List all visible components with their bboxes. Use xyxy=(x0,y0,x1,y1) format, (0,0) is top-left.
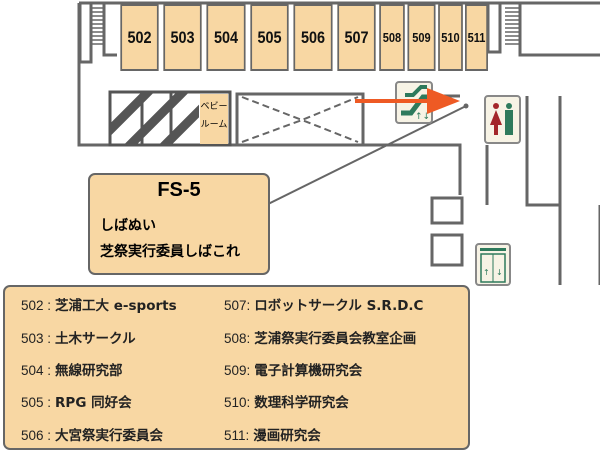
room-509: 509 xyxy=(407,4,436,71)
room-505: 505 xyxy=(250,4,289,71)
legend-item: 507:ロボットサークル S.R.D.C xyxy=(224,298,424,314)
legend-item: 510:数理科学研究会 xyxy=(224,395,349,411)
room-507: 507 xyxy=(337,4,376,71)
pointer-line xyxy=(245,105,467,216)
booth-line: 芝祭実行委員しばこれ xyxy=(100,244,240,260)
direction-arrow-icon xyxy=(355,88,460,114)
void-area xyxy=(235,92,365,147)
baby-room-label-1: ベビー xyxy=(200,102,228,112)
booth-title: FS-5 xyxy=(157,179,201,201)
location-dot xyxy=(463,103,469,109)
legend-item: 509:電子計算機研究会 xyxy=(224,363,363,379)
legend-item: 504 :無線研究部 xyxy=(21,363,123,379)
room-511: 511 xyxy=(465,4,488,71)
legend-item: 503 :土木サークル xyxy=(21,331,136,347)
stairs-icon xyxy=(91,7,519,45)
room-508: 508 xyxy=(379,4,405,71)
svg-text:↓: ↓ xyxy=(496,268,503,277)
room-506: 506 xyxy=(293,4,333,71)
svg-text:↑↓: ↑↓ xyxy=(415,112,430,122)
legend-item: 508:芝浦祭実行委員会教室企画 xyxy=(224,331,417,347)
baby-room-label-2: ルーム xyxy=(200,120,228,130)
room-503: 503 xyxy=(163,4,202,71)
room-legend: 502 :芝浦工大 e-sports 503 :土木サークル 504 :無線研究… xyxy=(3,285,470,450)
legend-item: 511:漫画研究会 xyxy=(224,428,321,444)
legend-item: 506 :大宮祭実行委員会 xyxy=(21,428,164,444)
elevator-icon: ↑↓ xyxy=(475,243,511,286)
room-502: 502 xyxy=(120,4,159,71)
baby-room: ベビー ルーム xyxy=(200,94,228,144)
svg-text:↑: ↑ xyxy=(483,268,490,277)
booth-line: しばぬい xyxy=(100,218,156,234)
room-504: 504 xyxy=(206,4,246,71)
legend-item: 502 :芝浦工大 e-sports xyxy=(21,298,177,314)
restroom-icon xyxy=(484,95,521,144)
booth-fs-5: FS-5 しばぬい 芝祭実行委員しばこれ xyxy=(88,173,270,275)
room-510: 510 xyxy=(438,4,463,71)
legend-item: 505 :RPG 同好会 xyxy=(21,395,132,411)
